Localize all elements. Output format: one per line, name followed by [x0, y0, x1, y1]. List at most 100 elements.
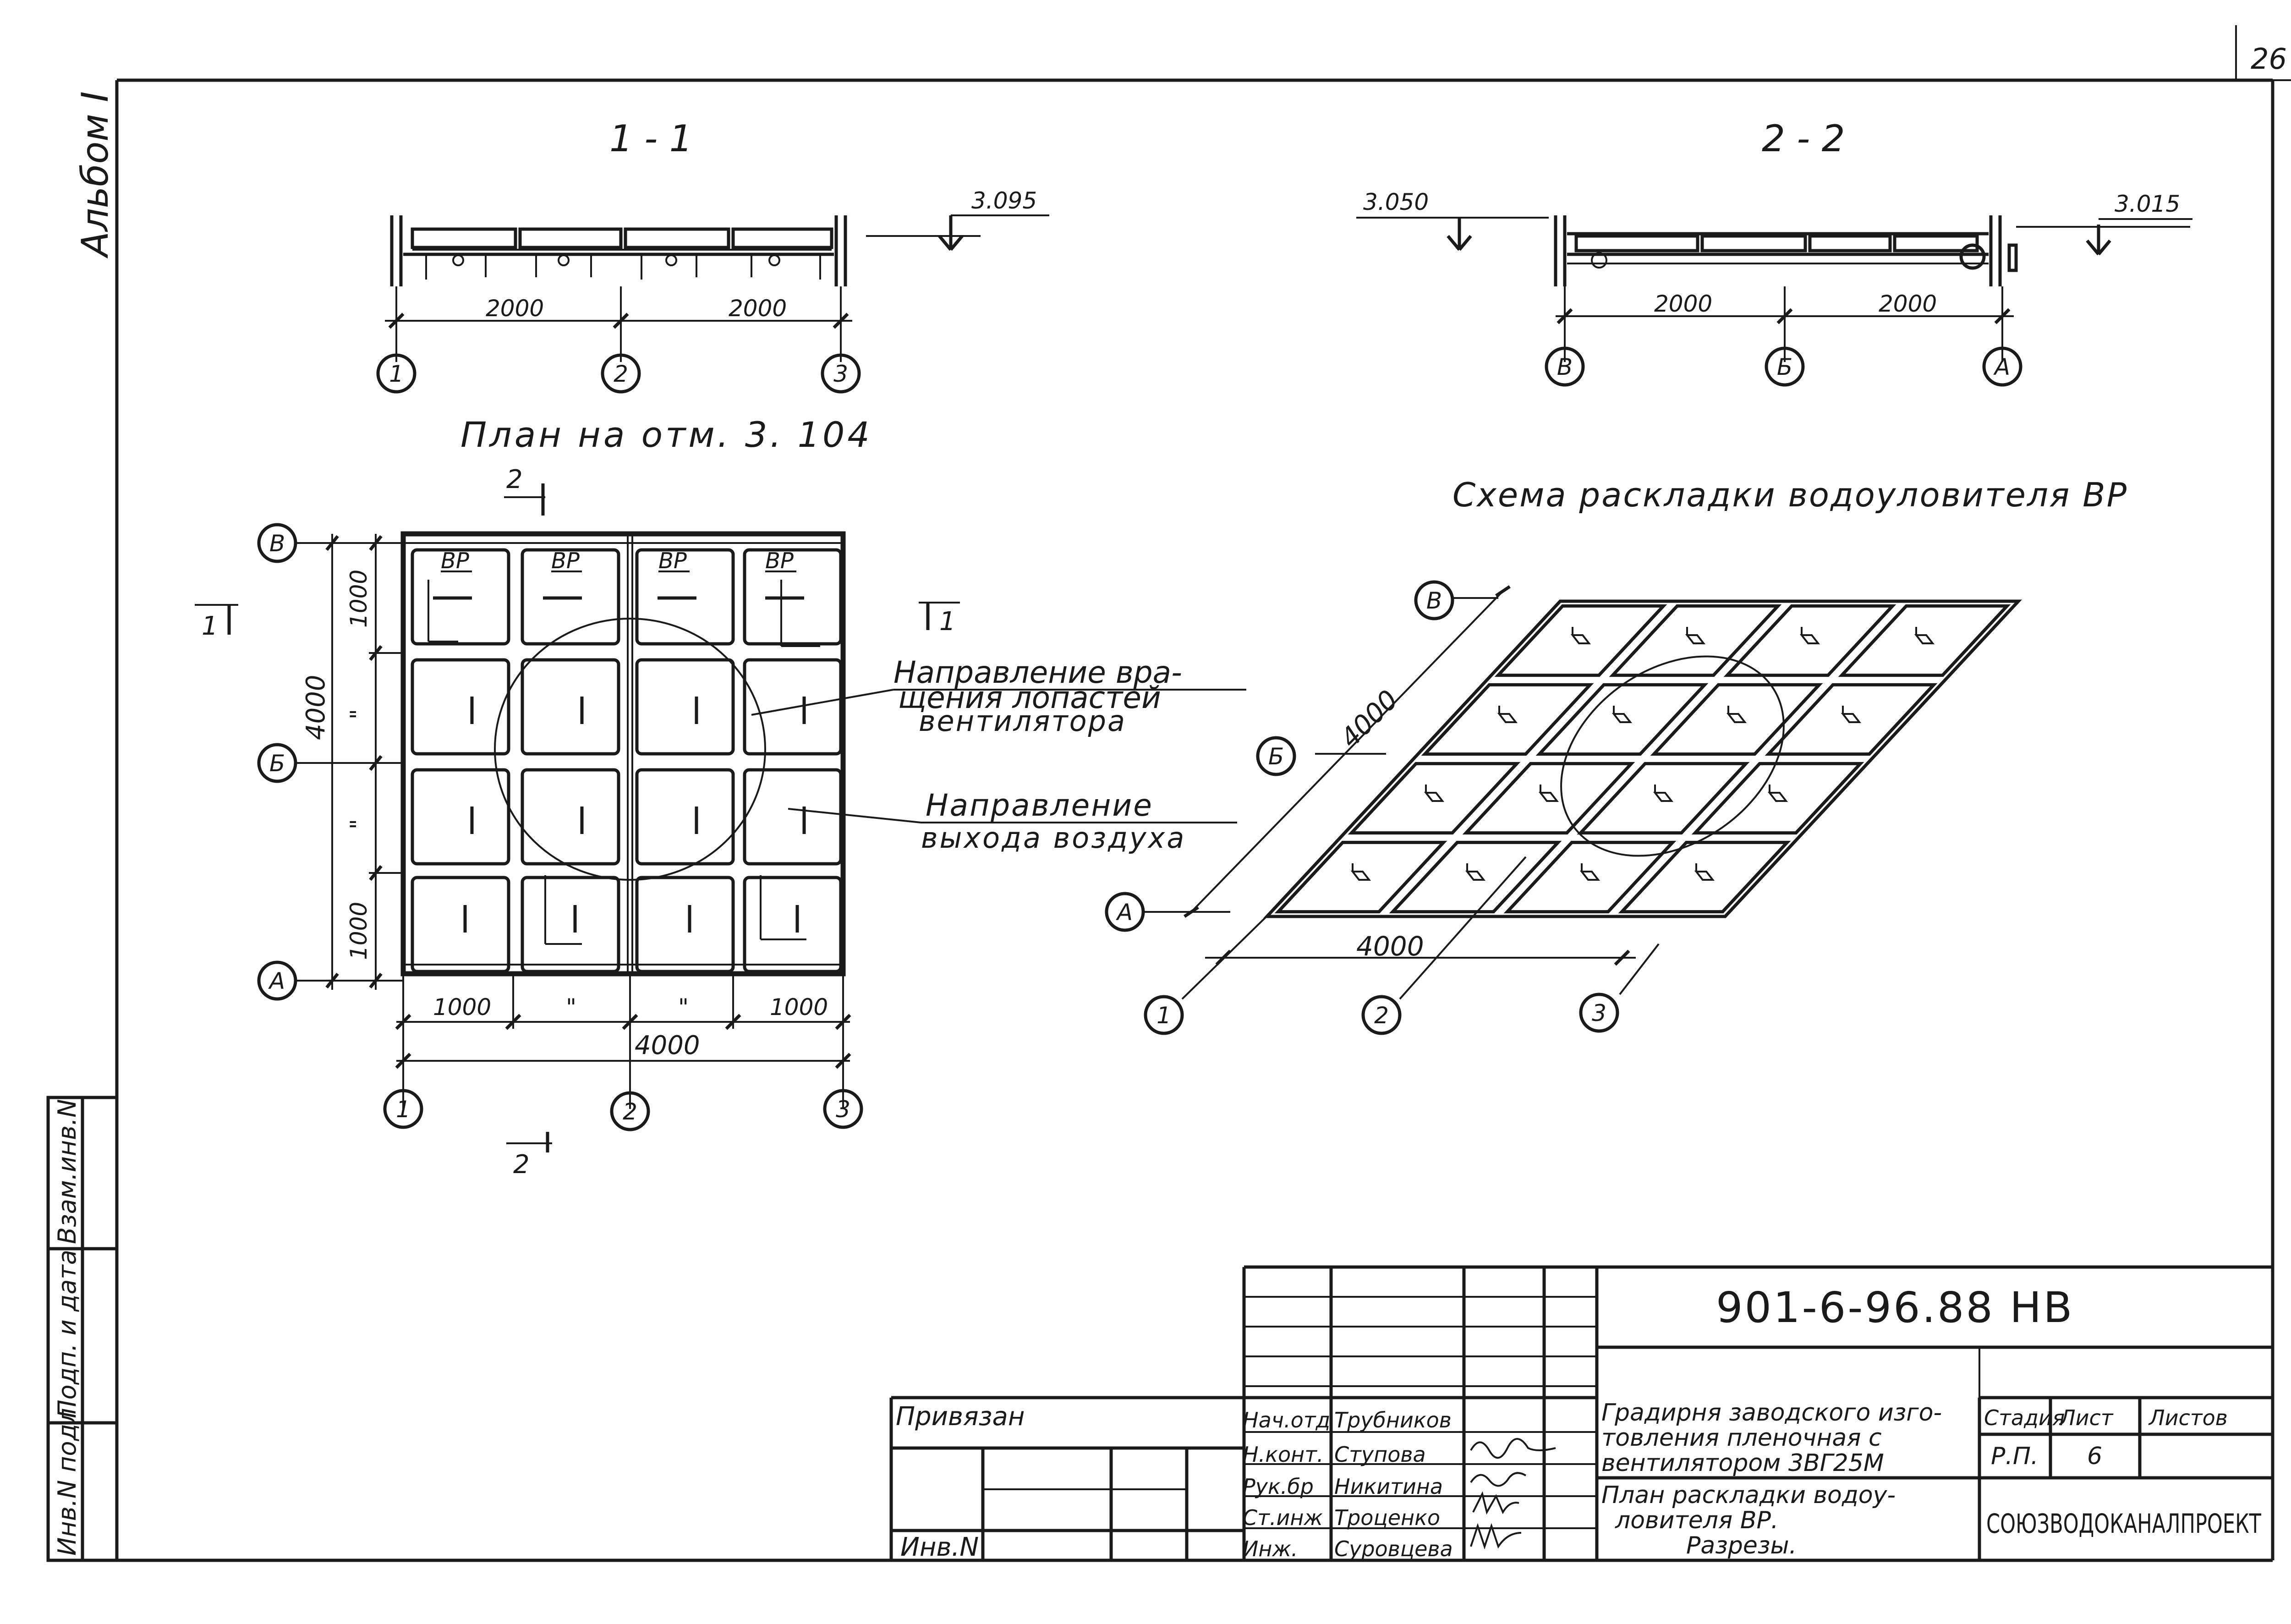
scheme-module-icon [1694, 863, 1715, 881]
plan-hdim-2: " [566, 994, 576, 1020]
plan-cell-label-1: ВР [441, 548, 469, 574]
scheme-module-icon [1914, 627, 1935, 644]
scheme-cell [1535, 683, 1709, 756]
title-block-project-line-2: товления пленочная с [1601, 1424, 1882, 1452]
section-2-2-dim-2: 2000 [1879, 291, 1937, 317]
plan-row-axis-b: Б [269, 750, 285, 777]
title-block-sheet-line-3: Разрезы. [1686, 1532, 1797, 1559]
title-block: Привязан Инв.N 901-6-96.88 НВ Градирня з… [889, 1265, 2273, 1562]
plan-cell [635, 876, 735, 973]
staff-name-4: Троценко [1334, 1505, 1440, 1530]
staff-role-4: Ст.инж [1243, 1505, 1323, 1530]
scheme-module-icon [1841, 706, 1862, 723]
staff-name-2: Ступова [1334, 1442, 1426, 1467]
plan-vdim-1: 1000 [345, 570, 372, 628]
plan-vdim-total: 4000 [301, 675, 331, 740]
scheme-title: Схема раскладки водоуловителя ВР [1452, 476, 2128, 514]
plan-cell [635, 548, 735, 646]
section-2-2-axis-a: А [1993, 354, 2010, 380]
title-block-sheet: 6 [2087, 1443, 2102, 1470]
plan-callout-air-2: выхода воздуха [921, 821, 1186, 855]
plan-cell [743, 876, 843, 973]
title-block-inv: Инв.N [900, 1532, 979, 1562]
sheet-frame [48, 25, 2291, 1562]
staff-role-5: Инж. [1243, 1536, 1298, 1561]
section-1-1-dim-1: 2000 [486, 295, 544, 322]
plan-hdim-total: 4000 [635, 1031, 700, 1060]
staff-role-1: Нач.отд [1243, 1408, 1330, 1432]
plan-cell [521, 768, 620, 866]
scheme-cell [1609, 604, 1782, 677]
plan-cut-left: 1 [202, 611, 218, 641]
scheme-row-axis-v: В [1426, 587, 1442, 614]
scheme-cell [1838, 604, 2011, 677]
section-2-2-axis-v: В [1557, 354, 1573, 380]
scheme-module-icon [1799, 627, 1820, 644]
plan-cell [743, 658, 843, 756]
section-2-2-elevation-right: 3.015 [2115, 191, 2180, 217]
plan-cell [521, 658, 620, 756]
section-1-1-title: 1 - 1 [609, 117, 693, 160]
scheme-col-axis-2: 2 [1374, 1002, 1389, 1029]
section-1-1-axis-2: 2 [614, 361, 628, 387]
scheme-cell [1348, 762, 1521, 835]
scheme-cell [1274, 840, 1447, 914]
plan-cell [521, 548, 620, 646]
plan-cut-top: 2 [506, 465, 523, 494]
scheme-cell [1389, 840, 1562, 914]
title-block-stage: Р.П. [1991, 1443, 2039, 1470]
scheme-module-icon [1424, 785, 1445, 802]
scheme-module-icon [1570, 627, 1591, 644]
plan-cell-label-2: ВР [551, 548, 580, 574]
section-2-2-dim-1: 2000 [1654, 291, 1712, 317]
plan-hdim-3: " [678, 994, 689, 1020]
signature-3 [1472, 1491, 1519, 1515]
scheme-cell [1494, 604, 1667, 677]
signature-1 [1470, 1438, 1556, 1459]
plan: План на отм. 3. 104 ВР ВР ВР ВР 1 [195, 414, 1246, 1180]
scheme-row-axis-a: А [1116, 899, 1133, 926]
side-stamp-sign: Подп. и дата [53, 1250, 82, 1418]
plan-vdim-3: " [345, 819, 372, 829]
plan-cell [411, 658, 510, 756]
sheet-number: 26 [2251, 42, 2287, 76]
scheme-module-icon [1497, 706, 1518, 723]
plan-hdim-4: 1000 [770, 994, 828, 1020]
plan-cell-label-4: ВР [765, 548, 794, 574]
title-block-code: 901-6-96.88 НВ [1716, 1283, 2074, 1332]
section-1-1-axis-3: 3 [833, 361, 848, 387]
title-block-sheet-line-2: ловителя ВР. [1615, 1507, 1778, 1534]
plan-cell [521, 876, 620, 973]
side-stamp: Инв.N подл Подп. и дата Взам.инв.N [46, 1096, 119, 1562]
album-label: Альбом I [74, 91, 116, 259]
section-1-1-axis-1: 1 [389, 361, 404, 387]
scheme-module-icon [1653, 785, 1674, 802]
plan-callout-rotation-1: Направление вра- [893, 655, 1182, 690]
plan-title: План на отм. 3. 104 [460, 414, 872, 455]
plan-row-axis-a: А [268, 968, 285, 994]
title-block-project-line-1: Градирня заводского изго- [1601, 1399, 1942, 1426]
plan-cell [411, 876, 510, 973]
scheme-frame [1263, 599, 2022, 918]
scheme-dim-diag: 4000 [1334, 684, 1404, 753]
scheme-col-axis-3: 3 [1592, 1000, 1606, 1026]
staff-role-2: Н.конт. [1243, 1442, 1324, 1467]
section-2-2-axis-b: Б [1777, 354, 1792, 380]
plan-col-axis-1: 1 [396, 1096, 411, 1123]
scheme-dim-bottom: 4000 [1356, 931, 1424, 962]
plan-cell [743, 768, 843, 866]
scheme-cell [1650, 683, 1823, 756]
scheme-col-axis-1: 1 [1156, 1002, 1171, 1029]
plan-row-axis-v: В [269, 530, 285, 557]
scheme-cell [1462, 762, 1635, 835]
plan-cell [411, 548, 510, 646]
plan-vdim-2: " [345, 709, 372, 719]
plan-cut-right: 1 [939, 607, 956, 636]
scheme: Схема раскладки водоуловителя ВР 4000 В … [1105, 476, 2128, 1035]
staff-name-5: Суровцева [1334, 1536, 1453, 1561]
section-1-1: 1 - 1 3.095 2000 2 [376, 117, 1049, 394]
title-block-header-stage: Стадия [1984, 1405, 2065, 1430]
section-1-1-elevation: 3.095 [971, 187, 1037, 214]
plan-vdim-4: 1000 [345, 902, 372, 960]
staff-name-3: Никитина [1334, 1474, 1443, 1499]
